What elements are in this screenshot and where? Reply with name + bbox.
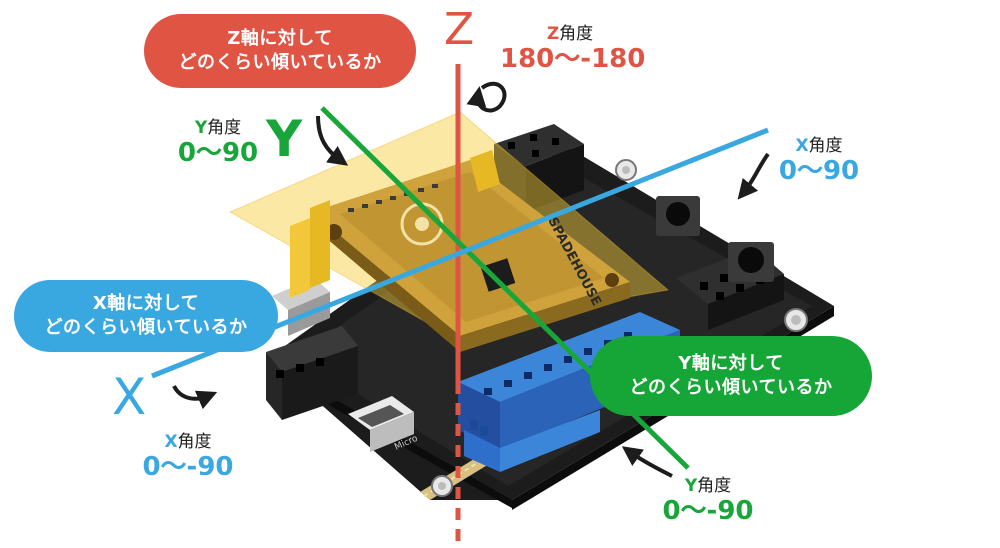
angle-axis: Y (684, 476, 698, 496)
angle-axis: Z (546, 24, 560, 44)
bubble-line: どのくらい傾いているか (629, 377, 833, 398)
angle-caption: Y角度 (648, 476, 768, 496)
pin-header (494, 124, 584, 212)
x-angle-positive-label: X角度 0〜90 (764, 136, 874, 188)
angle-axis: X (795, 136, 809, 156)
rotation-arrow-x-negative (172, 384, 218, 410)
bubble-line: どのくらい傾いているか (44, 317, 248, 338)
z-axis-letter: Z (444, 4, 475, 55)
bubble-line: Z軸に対して (227, 27, 333, 49)
x-axis-letter: X (112, 368, 147, 426)
angle-caption: Y角度 (168, 118, 268, 138)
rotation-arrow-y-negative (621, 446, 673, 478)
angle-word: 角度 (177, 432, 212, 452)
bubble-line: どのくらい傾いているか (178, 52, 382, 73)
rotation-arrow-x-positive (737, 152, 770, 200)
rotation-arrow-z (466, 81, 507, 113)
angle-axis: X (164, 432, 178, 452)
angle-caption: X角度 (764, 136, 874, 156)
x-angle-negative-label: X角度 0〜-90 (128, 432, 248, 484)
micro-usb-port: Micro (348, 396, 420, 453)
z-axis-bubble: Z軸に対して どのくらい傾いているか (144, 14, 416, 88)
angle-axis: Y (194, 118, 208, 138)
push-button (656, 196, 774, 282)
angle-word: 角度 (697, 476, 732, 496)
angle-word: 角度 (808, 136, 843, 156)
angle-range: 0〜-90 (662, 496, 754, 527)
y-axis-letter: Y (266, 110, 303, 168)
x-axis-bubble: X軸に対して どのくらい傾いているか (14, 280, 278, 352)
angle-caption: Z角度 (500, 24, 640, 44)
bubble-line: Y軸に対して (678, 352, 784, 374)
angle-word: 角度 (559, 24, 594, 44)
rotation-arrow-y-positive (316, 115, 349, 166)
angle-range: 0〜-90 (142, 452, 234, 483)
bubble-line: X軸に対して (92, 292, 200, 314)
angle-range: 180〜-180 (500, 44, 646, 75)
angle-word: 角度 (207, 118, 242, 138)
angle-range: 0〜90 (778, 156, 860, 187)
mounting-hole (431, 159, 808, 497)
y-angle-positive-label: Y角度 0〜90 (168, 118, 268, 170)
angle-range: 0〜90 (177, 138, 259, 169)
z-angle-label: Z角度 180〜-180 (500, 24, 646, 76)
y-angle-negative-label: Y角度 0〜-90 (648, 476, 768, 528)
angle-caption: X角度 (128, 432, 248, 452)
y-axis-bubble: Y軸に対して どのくらい傾いているか (590, 336, 872, 416)
